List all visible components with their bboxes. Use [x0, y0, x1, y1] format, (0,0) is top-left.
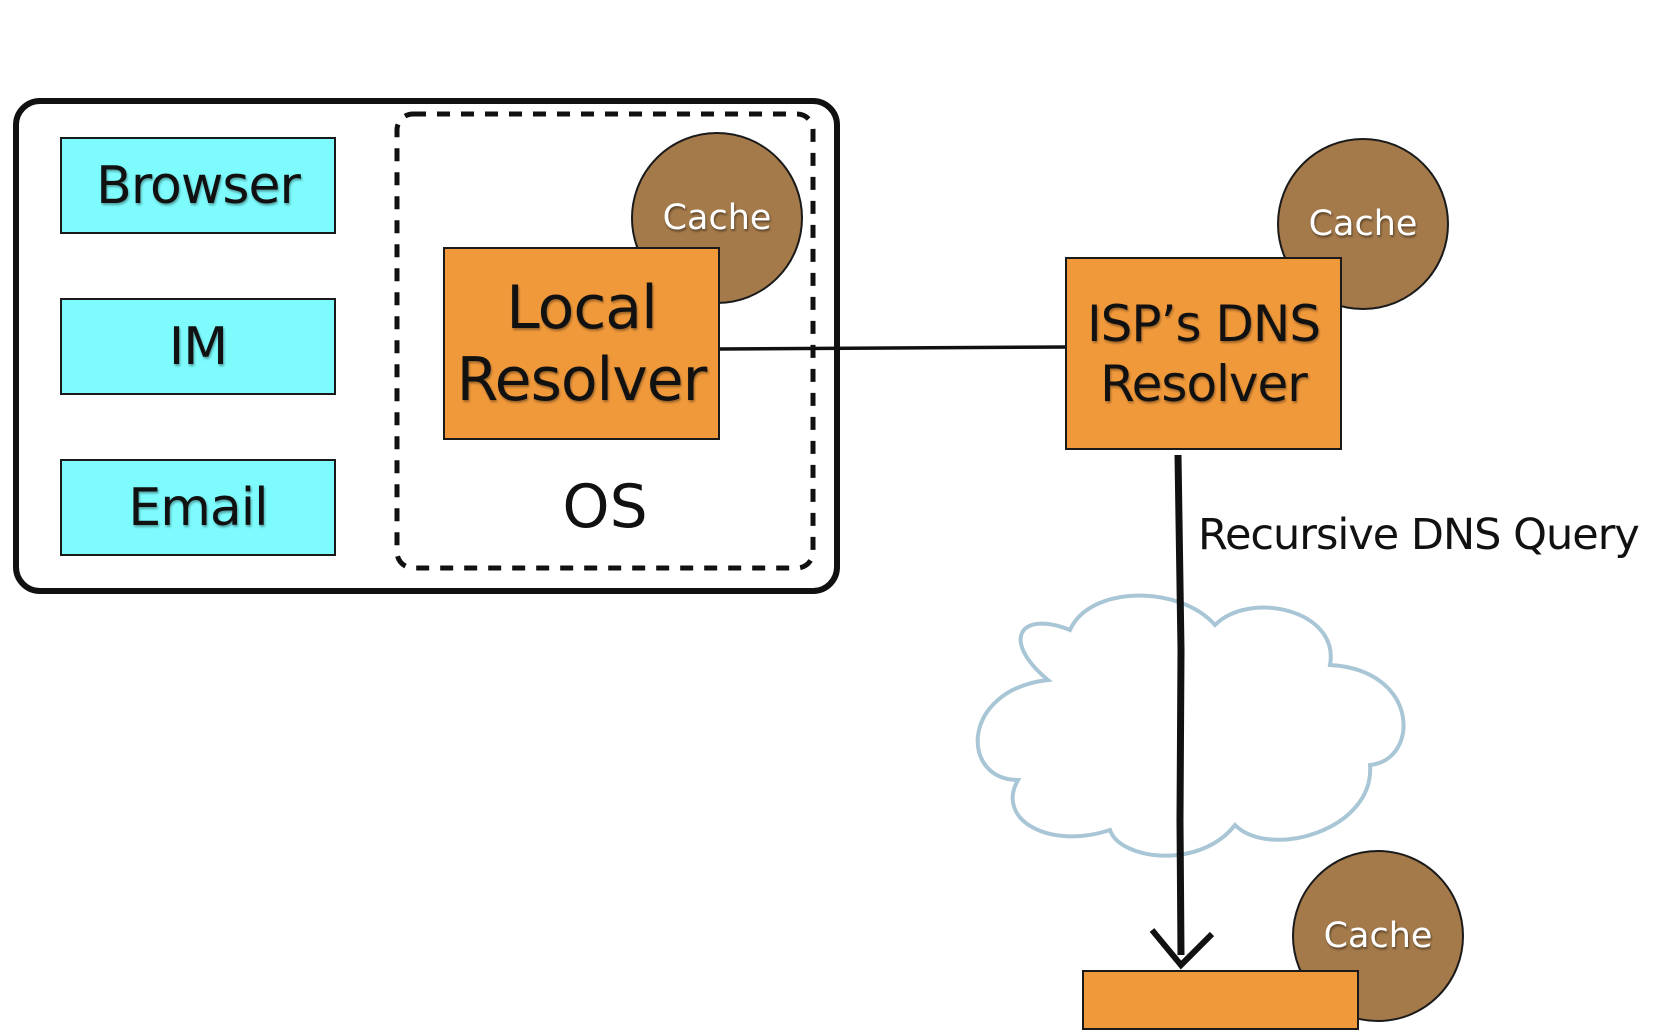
isp-resolver-line1: ISP’s DNS	[1086, 294, 1321, 353]
browser-app-box[interactable]: Browser	[60, 137, 336, 234]
email-app-box[interactable]: Email	[60, 459, 336, 556]
im-app-box[interactable]: IM	[60, 298, 336, 395]
isp-resolver-line2: Resolver	[1100, 354, 1308, 413]
local-resolver-box[interactable]: Local Resolver	[443, 247, 720, 440]
local-resolver-line1: Local	[506, 272, 658, 343]
host-computer-frame	[13, 98, 840, 594]
recursive-query-arrow-line	[1174, 454, 1185, 956]
local-cache-label: Cache	[662, 198, 772, 238]
isp-cache-label: Cache	[1308, 204, 1418, 244]
isp-dns-resolver-box[interactable]: ISP’s DNS Resolver	[1065, 257, 1342, 450]
browser-app-label: Browser	[96, 155, 301, 216]
os-boundary	[394, 111, 816, 571]
forward-arrow-line	[717, 345, 1069, 351]
recursive-query-label: Recursive DNS Query	[1198, 510, 1640, 560]
recursive-query-arrow-head	[1149, 928, 1215, 970]
bottom-server-box[interactable]	[1082, 970, 1359, 1030]
email-app-label: Email	[128, 477, 268, 538]
bottom-cache-label: Cache	[1323, 916, 1433, 956]
internet-cloud-icon	[975, 593, 1406, 858]
os-label: OS	[562, 472, 648, 542]
local-resolver-line2: Resolver	[456, 344, 708, 415]
im-app-label: IM	[168, 316, 228, 377]
